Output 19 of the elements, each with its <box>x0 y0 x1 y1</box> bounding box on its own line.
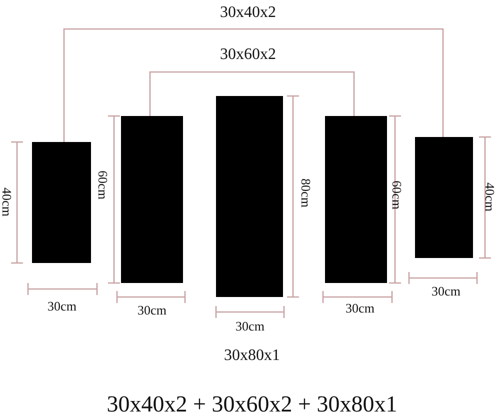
size-label: 30x40x2 <box>220 5 276 21</box>
canvas-panel <box>121 116 183 283</box>
canvas-panel <box>415 137 473 258</box>
dimension-label: 40cm <box>0 188 14 216</box>
dimension-label: 30cm <box>346 302 374 314</box>
dimension-label: 30cm <box>138 304 166 316</box>
dimension-label: 60cm <box>390 180 404 210</box>
dimension-label: 30cm <box>432 284 460 298</box>
dimension-label: 40cm <box>484 182 496 212</box>
dimension-label: 30cm <box>236 320 264 332</box>
summary-text: 30x40x2 + 30x60x2 + 30x80x1 <box>106 392 398 416</box>
canvas-panel <box>32 142 91 263</box>
dimension-label: 80cm <box>300 178 312 208</box>
dimension-label: 60cm <box>96 170 110 200</box>
size-label: 30x80x1 <box>224 348 280 364</box>
canvas-panel <box>216 96 283 297</box>
size-label: 30x60x2 <box>220 47 276 63</box>
canvas-panel <box>325 116 387 283</box>
dimension-label: 30cm <box>48 300 76 312</box>
